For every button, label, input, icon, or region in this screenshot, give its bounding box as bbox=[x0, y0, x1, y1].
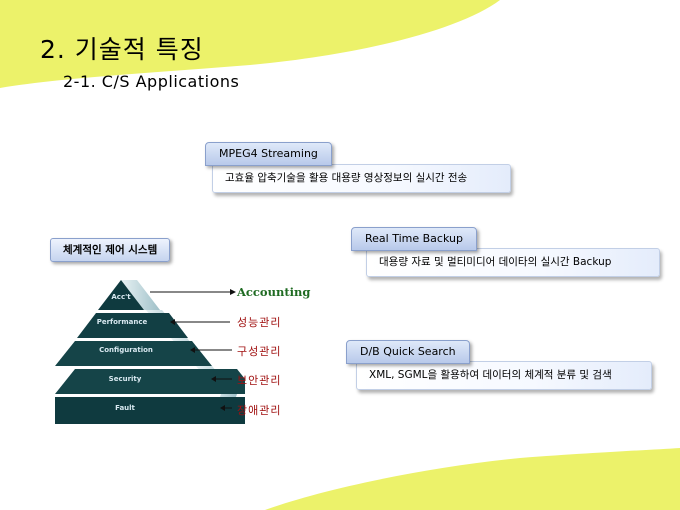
pyramid-arrows bbox=[150, 289, 236, 411]
slide-title: 2. 기술적 특징 bbox=[40, 35, 204, 64]
management-label-configuration: 구성관리 bbox=[237, 345, 282, 358]
feature-heading-mpeg4: MPEG4 Streaming bbox=[205, 142, 332, 166]
pyramid-level-performance: Performance bbox=[96, 318, 148, 326]
feature-heading-backup: Real Time Backup bbox=[351, 227, 477, 251]
feature-description-search: XML, SGML을 활용하여 데이터의 체계적 분류 및 검색 bbox=[356, 361, 652, 390]
management-label-fault: 장애관리 bbox=[237, 404, 282, 417]
pyramid-level-configuration: Configuration bbox=[99, 346, 153, 354]
pyramid-level-fault: Fault bbox=[115, 404, 135, 412]
management-label-performance: 성능관리 bbox=[237, 316, 282, 329]
management-label-accounting: Accounting bbox=[237, 285, 311, 299]
pyramid-level-accounting: Acc't bbox=[111, 293, 131, 301]
feature-heading-search: D/B Quick Search bbox=[346, 340, 470, 364]
management-pyramid bbox=[55, 280, 245, 424]
pyramid-tier-accounting bbox=[98, 280, 144, 310]
feature-description-mpeg4: 고효율 압축기술을 활용 대용량 영상정보의 실시간 전송 bbox=[212, 164, 511, 193]
control-system-label: 체계적인 제어 시스템 bbox=[50, 238, 171, 262]
pyramid-tier-configuration bbox=[55, 341, 212, 366]
feature-description-backup: 대용량 자료 및 멀티미디어 데이타의 실시간 Backup bbox=[366, 248, 660, 277]
pyramid-tier-performance bbox=[77, 313, 188, 338]
slide-subtitle: 2-1. C/S Applications bbox=[63, 72, 240, 91]
pyramid-level-security: Security bbox=[108, 375, 142, 383]
management-label-security: 보안관리 bbox=[237, 374, 282, 387]
